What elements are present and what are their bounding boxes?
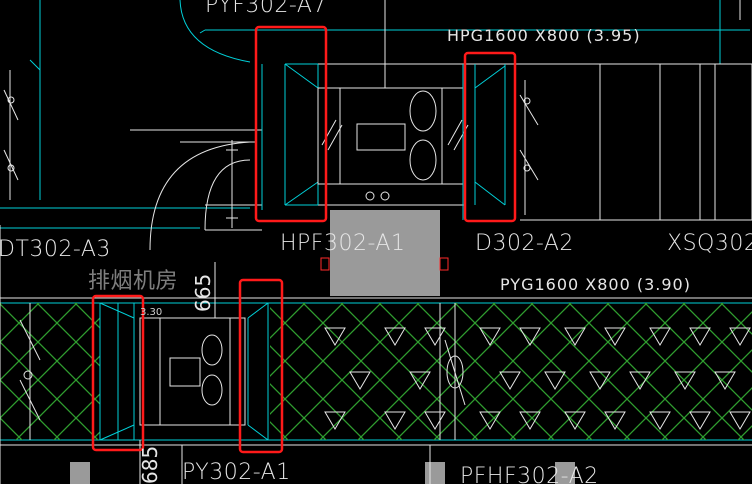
- label-py: PY302-A1: [182, 460, 291, 484]
- label-hpf: HPF302-A1: [280, 231, 405, 256]
- label-left-cut: DT302-A3: [0, 237, 111, 262]
- highlight-hpf-inlet[interactable]: [254, 25, 328, 223]
- gray-fill-blocks: [70, 210, 575, 484]
- red-highlight-boxes: [91, 25, 517, 454]
- label-hpg-duct: HPG1600 X800 (3.95): [447, 26, 641, 45]
- red-markers: [320, 257, 449, 271]
- upper-duct-system: [0, 0, 752, 251]
- highlight-py-outlet[interactable]: [238, 278, 284, 454]
- highlight-d302-outlet[interactable]: [463, 51, 517, 223]
- label-top-cut: PYF302-A7: [205, 0, 327, 18]
- label-room: 排烟机房: [88, 269, 178, 294]
- label-dim-665: 665: [191, 274, 215, 312]
- label-xsq: XSQ302: [667, 231, 752, 256]
- label-pfhf: PFHF302-A2: [460, 464, 599, 484]
- label-pyg-duct: PYG1600 X800 (3.90): [500, 275, 691, 294]
- highlight-py-inlet[interactable]: [91, 294, 145, 452]
- label-small-dim: 3.30: [140, 307, 162, 318]
- label-d302: D302-A2: [475, 231, 574, 256]
- label-dim-685: 685: [138, 446, 162, 484]
